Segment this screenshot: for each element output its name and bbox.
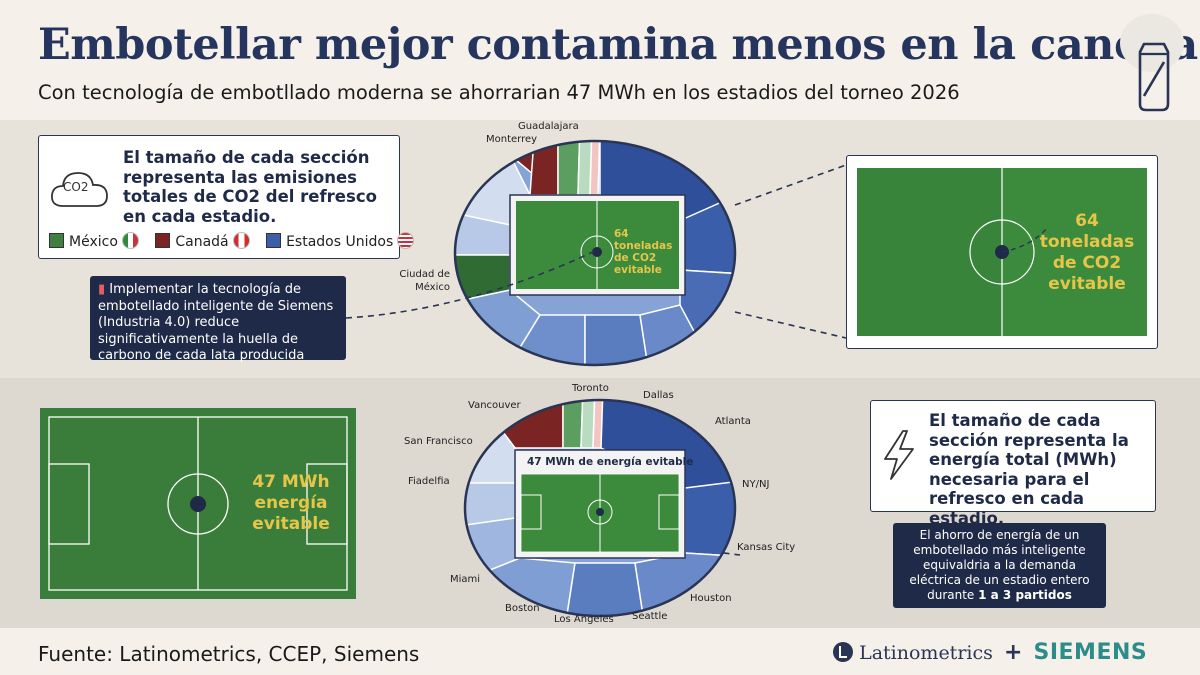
stadium-label-cdmx: Ciudad de México [399,269,450,293]
big-field-co2-text: 64 toneladas de CO2 evitable [1039,211,1135,294]
small-field-co2-text: 64 toneladas de CO2 evitable [614,228,673,276]
co2-info-text: El tamaño de cada sección representa las… [123,148,377,226]
mexico-flag-icon [121,232,139,249]
stadium-label-boston: Boston [505,603,540,614]
energy-note-text: El ahorro de energía de un embotellado m… [909,528,1090,602]
co2-icon-label: CO2 [63,180,89,194]
source-text: Fuente: Latinometrics, CCEP, Siemens [38,642,420,666]
share-button[interactable] [1120,14,1184,112]
latinometrics-wordmark: Latinometrics [859,642,993,664]
can-icon [1138,42,1170,112]
big-field-energy-text: 47 MWh energía evitable [252,472,330,534]
energy-big-field-card: 47 MWh energía evitable [38,406,358,601]
co2-zoom-card: 64 toneladas de CO2 evitable [846,155,1158,349]
top-note-text: Implementar la tecnología de embotellado… [98,282,334,363]
stadium-label-seattle: Seattle [632,611,668,622]
top-note-box: ▮ Implementar la tecnología de embotella… [90,276,346,363]
legend-label-usa: Estados Unidos [286,234,394,250]
stadium-label-kansas-city: Kansas City [737,542,796,553]
country-legend: México Canadá Estados Unidos [49,232,426,250]
small-field-energy-header: 47 MWh de energía evitable [527,456,694,468]
latinometrics-logo-icon [833,642,853,662]
legend-swatch-mexico [49,233,64,248]
stadium-label-toronto: Toronto [572,383,609,394]
stadium-label-dallas: Dallas [643,390,674,401]
stadium-label-miami: Miami [450,574,481,585]
stadium-label-houston: Houston [690,593,732,604]
energy-note-highlight: 1 a 3 partidos [978,588,1072,602]
brand-plus: + [1003,640,1023,665]
usa-flag-icon [397,232,415,249]
footer-band [0,628,1200,675]
energy-note-box: El ahorro de energía de un embotellado m… [893,523,1106,608]
can-bullet-icon: ▮ [98,282,106,297]
stadium-label-atlanta: Atlanta [715,416,751,427]
co2-info-card: CO2 El tamaño de cada sección representa… [38,135,415,259]
stadium-label-guadalajara: Guadalajara [518,121,579,132]
legend-label-mexico: México [69,234,118,250]
stadium-label-nynj: NY/NJ [742,479,770,490]
legend-label-canada: Canadá [175,234,229,250]
page-subtitle: Con tecnología de embotllado moderna se … [38,81,960,104]
stadium-label-san-francisco: San Francisco [404,436,473,447]
brand-logos: Latinometrics + SIEMENS [832,640,1147,665]
stadium-label-monterrey: Monterrey [486,134,538,145]
co2-stadium-chart [453,139,737,367]
siemens-wordmark: SIEMENS [1033,640,1148,665]
stadium-label-vancouver: Vancouver [468,400,521,411]
canada-flag-icon [232,232,250,249]
energy-stadium-chart [463,398,737,618]
legend-swatch-usa [266,233,282,248]
big-field-co2 [857,168,1147,336]
energy-info-text: El tamaño de cada sección representa la … [929,411,1129,528]
big-field-energy [48,416,348,591]
energy-info-card: El tamaño de cada sección representa la … [870,400,1156,528]
stadium-label-filadelfia: Fiadelfia [408,476,450,487]
co2-cloud-icon [51,172,108,207]
lightning-icon [884,430,914,480]
stadium-label-los-angeles: Los Angeles [554,614,614,625]
page-title: Embotellar mejor contamina menos en la c… [38,20,1198,70]
field-center-dot [592,247,602,257]
legend-swatch-canada [155,233,171,248]
